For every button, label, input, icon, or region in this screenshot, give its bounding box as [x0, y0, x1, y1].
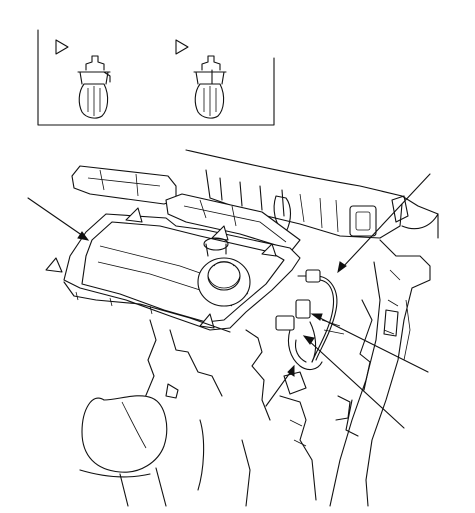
dash-frame: [185, 149, 439, 507]
triangle-marker: [175, 39, 189, 55]
clip-detail-inset: [37, 29, 275, 126]
triangle-marker: [125, 207, 143, 223]
tray-leader: [27, 197, 90, 241]
shift-boot: [197, 237, 251, 307]
console-assembly: [45, 149, 439, 507]
harness-connector-upper: [305, 269, 321, 283]
leader-lines: [27, 173, 431, 429]
wiring-harness: [275, 269, 345, 371]
triangle-marker: [199, 313, 215, 329]
hand: [79, 395, 205, 507]
vent-opening: [349, 205, 377, 237]
harness-connector-lower: [275, 315, 295, 331]
triangle-marker: [211, 225, 229, 241]
triangle-marker: [55, 39, 69, 55]
shift-panel-tray: [45, 165, 301, 333]
connector-leader-lower: [302, 335, 405, 429]
connector-leader-middle: [310, 313, 429, 373]
clip-b: [175, 39, 227, 119]
harness-connector-middle: [295, 299, 311, 319]
side-trim: [383, 299, 411, 361]
triangle-marker: [45, 257, 63, 273]
clip-a: [55, 39, 111, 119]
triangle-marker: [261, 243, 277, 257]
harness-clamp-leader: [265, 364, 295, 407]
connector-leader-upper: [337, 173, 431, 274]
